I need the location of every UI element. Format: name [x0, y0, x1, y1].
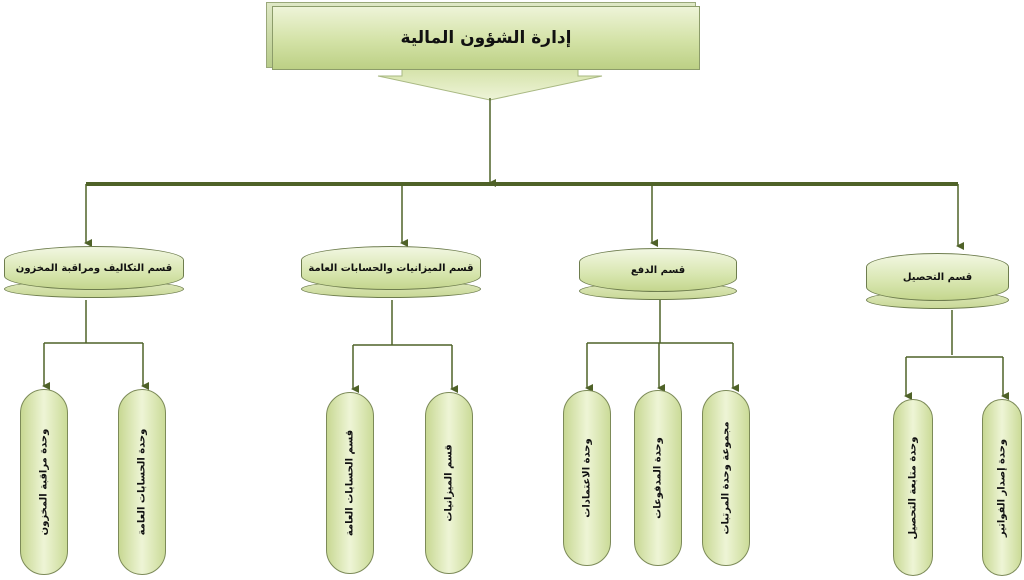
unit-payments: وحدة المدفوعات [634, 390, 682, 566]
dept-costs-inventory: قسم التكاليف ومراقبة المخزون [4, 246, 184, 298]
title-box: إدارة الشؤون المالية [266, 2, 700, 70]
unit-collection-followup: وحدة متابعة التحصيل [893, 399, 933, 576]
unit-invoicing: وحدة إصدار الفواتير [982, 399, 1022, 576]
dept-payment: قسم الدفع [579, 248, 737, 300]
unit-label: وحدة الحسابات العامة [136, 428, 148, 536]
dept-label: قسم التكاليف ومراقبة المخزون [15, 262, 173, 274]
unit-label: وحدة متابعة التحصيل [907, 436, 919, 539]
unit-budgets-section: قسم الميزانيات [425, 392, 473, 574]
unit-label: مجموعة وحدة المرتبات [720, 421, 732, 535]
unit-label: قسم الحسابات العامة [344, 429, 356, 537]
unit-salaries: مجموعة وحدة المرتبات [702, 390, 750, 566]
unit-label: وحدة إصدار الفواتير [996, 438, 1008, 537]
unit-general-accounts-section: قسم الحسابات العامة [326, 392, 374, 574]
chart-title: إدارة الشؤون المالية [400, 28, 572, 48]
unit-label: وحدة المدفوعات [652, 437, 664, 519]
unit-label: وحدة الاعتمادات [581, 438, 593, 518]
dept-label: قسم الدفع [630, 264, 686, 276]
unit-inventory-control: وحدة مراقبة المخزون [20, 389, 68, 575]
unit-label: قسم الميزانيات [443, 444, 455, 522]
unit-credits: وحدة الاعتمادات [563, 390, 611, 566]
dept-budgets-accounts: قسم الميزانيات والحسابات العامة [301, 246, 481, 298]
unit-label: وحدة مراقبة المخزون [38, 428, 50, 536]
dept-label: قسم الميزانيات والحسابات العامة [308, 262, 474, 274]
dept-label: قسم التحصيل [902, 271, 973, 283]
title-box-face: إدارة الشؤون المالية [272, 6, 700, 70]
unit-general-accounts: وحدة الحسابات العامة [118, 389, 166, 575]
dept-collection: قسم التحصيل [866, 253, 1009, 309]
title-arrow [377, 67, 603, 101]
